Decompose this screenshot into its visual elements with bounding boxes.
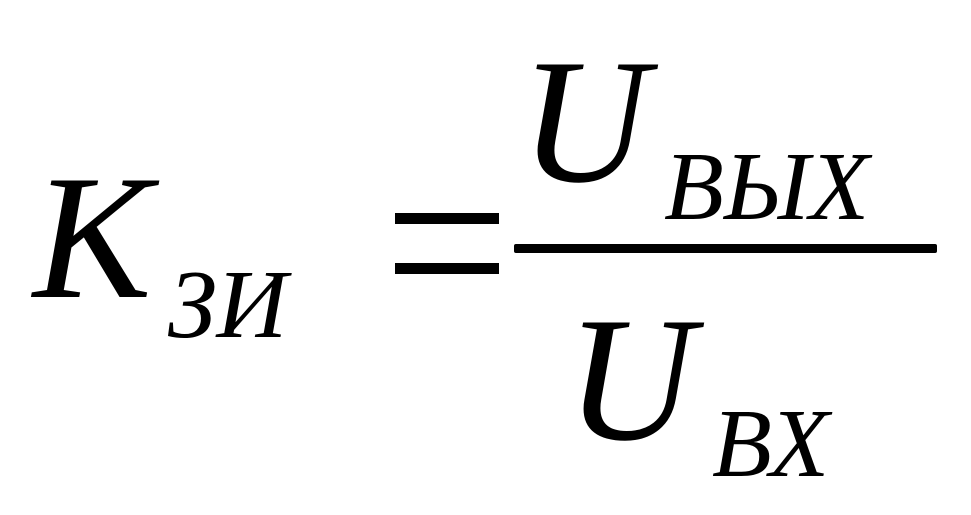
denominator-subscript: ВХ <box>712 390 830 498</box>
equals-bottom-bar <box>395 263 499 274</box>
numerator-subscript: ВЫХ <box>664 133 870 241</box>
lhs-subscript: ЗИ <box>168 251 288 359</box>
equals-top-bar <box>395 213 499 224</box>
fraction-bar <box>514 244 937 253</box>
lhs-symbol: K <box>33 138 152 336</box>
denominator-symbol: U <box>566 280 695 478</box>
numerator-symbol: U <box>520 22 649 220</box>
